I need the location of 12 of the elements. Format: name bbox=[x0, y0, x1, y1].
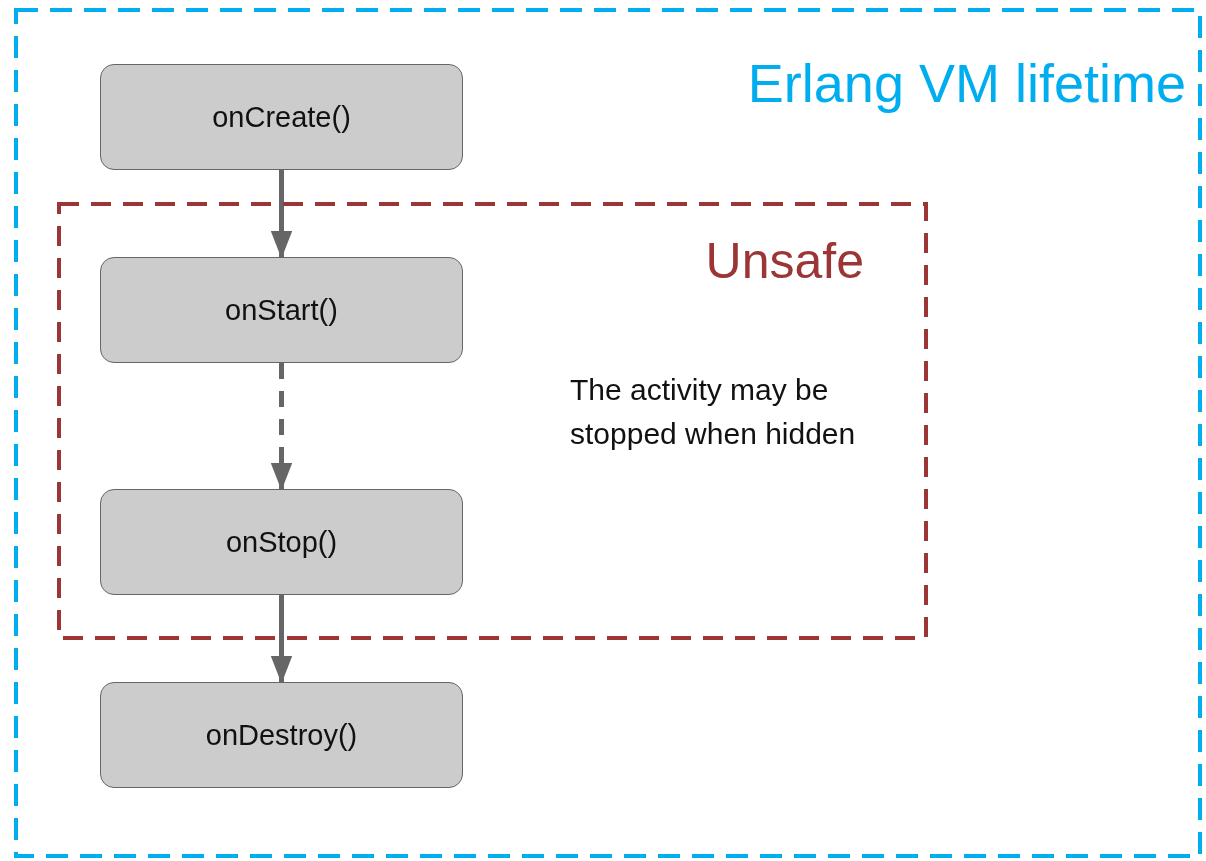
arrow bbox=[270, 595, 293, 684]
process-box: onCreate() bbox=[100, 64, 463, 170]
arrow bbox=[270, 363, 293, 491]
process-box: onStart() bbox=[100, 257, 463, 363]
dashed-region bbox=[14, 8, 1202, 858]
region-note: The activity may be stopped when hidden bbox=[570, 372, 857, 452]
dashed-region bbox=[57, 202, 928, 640]
region-title: Unsafe bbox=[704, 234, 864, 289]
arrow bbox=[270, 170, 293, 259]
region-title: Erlang VM lifetime bbox=[746, 54, 1186, 114]
process-box: onDestroy() bbox=[100, 682, 463, 788]
process-box: onStop() bbox=[100, 489, 463, 595]
